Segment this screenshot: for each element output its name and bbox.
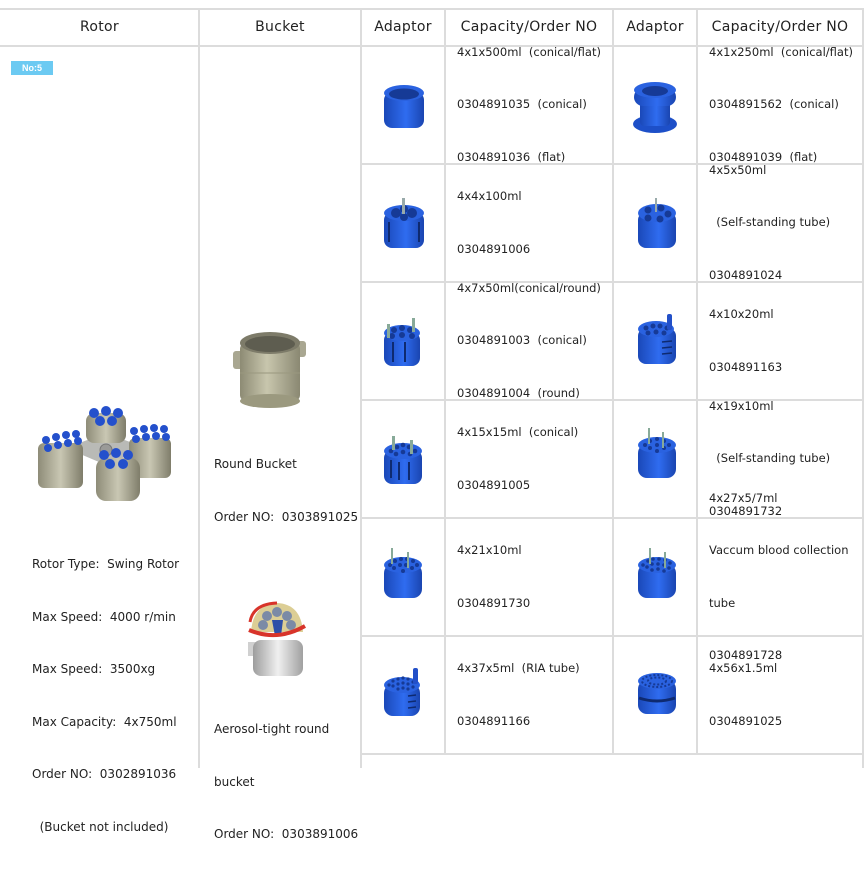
order-no-text: 0304891035 (conical): [457, 97, 587, 112]
grid-line: [444, 8, 446, 754]
capacity-text: 4x19x10ml: [709, 398, 774, 413]
capacity-text: 4x4x100ml: [457, 189, 522, 203]
rotor-type: Rotor Type: Swing Rotor: [32, 557, 180, 571]
aerosol-bucket-name: Aerosol-tight round: [214, 722, 330, 736]
capacity-cell: 4x21x10ml 0304891730: [457, 518, 530, 636]
capacity-cell: 4x1x500ml (conical/flat) 0304891035 (con…: [457, 44, 601, 164]
order-no-text: 0304891025: [709, 713, 783, 728]
order-no-text: 0304891036 (flat): [457, 149, 566, 164]
header-capacity-1: Capacity/Order NO: [460, 19, 598, 35]
round-bucket-image: [233, 332, 306, 408]
rotor-max-capacity: Max Capacity: 4x750ml: [32, 714, 177, 729]
order-no-text: 0304891039 (flat): [709, 149, 818, 164]
adaptor-1x500ml-icon: [384, 85, 424, 128]
capacity-note: (Self-standing tube): [709, 215, 831, 230]
grid-line: [361, 753, 863, 755]
adaptor-19x10ml-icon: [638, 428, 676, 478]
header-capacity-2: Capacity/Order NO: [711, 19, 849, 35]
adaptor-15x15ml-icon: [384, 436, 422, 484]
capacity-text: 4x27x5/7ml: [709, 490, 778, 505]
aerosol-bucket-name-cont: bucket: [214, 774, 255, 789]
adaptor-56x1.5ml-icon: [638, 673, 676, 714]
order-no-text: 0304891003 (conical): [457, 333, 587, 348]
adaptor-21x10ml-icon: [384, 548, 422, 598]
grid-line: [862, 8, 864, 768]
capacity-cell: 4x10x20ml 0304891163: [709, 282, 782, 400]
header-rotor: Rotor: [80, 19, 119, 35]
adaptor-5x50ml-icon: [638, 198, 676, 248]
capacity-text: 4x56x1.5ml: [709, 661, 778, 675]
grid-line: [360, 8, 362, 768]
order-no-text: 0304891024: [709, 267, 783, 282]
adaptor-37x5ml-icon: [384, 668, 420, 716]
order-no-text: 0304891730: [457, 595, 531, 610]
adaptor-27x5-7ml-icon: [638, 548, 676, 598]
capacity-note: (Self-standing tube): [709, 451, 831, 466]
capacity-cell: 4x7x50ml(conical/round) 0304891003 (coni…: [457, 280, 601, 400]
order-no-text: 0304891728: [709, 648, 783, 662]
aerosol-bucket-order-no: Order NO: 0303891006: [214, 827, 359, 841]
capacity-note: Vaccum blood collection: [709, 543, 849, 557]
adaptor-7x50ml-icon: [384, 318, 420, 366]
order-no-text: 0304891004 (round): [457, 385, 580, 400]
capacity-text: 4x5x50ml: [709, 162, 767, 177]
adaptor-1x250ml-icon: [633, 82, 677, 133]
rotor-specs: Rotor Type: Swing Rotor Max Speed: 4000 …: [32, 521, 197, 871]
order-no-text: 0304891562 (conical): [709, 97, 839, 112]
capacity-text: 4x10x20ml: [709, 307, 774, 321]
capacity-note: tube: [709, 595, 736, 610]
capacity-cell: 4x15x15ml (conical) 0304891005: [457, 400, 578, 518]
capacity-text: 4x15x15ml (conical): [457, 425, 579, 439]
capacity-text: 4x21x10ml: [457, 543, 522, 557]
grid-line: [0, 45, 863, 47]
capacity-cell: 4x5x50ml (Self-standing tube) 0304891024: [709, 162, 831, 282]
grid-line: [198, 8, 200, 768]
round-bucket-name: Round Bucket: [214, 457, 297, 471]
capacity-text: 4x37x5ml (RIA tube): [457, 661, 580, 675]
rotor-number-badge: No:5: [11, 61, 53, 75]
capacity-cell: 4x56x1.5ml 0304891025: [709, 636, 782, 754]
rotor-note: (Bucket not included): [32, 819, 169, 834]
grid-line: [696, 8, 698, 754]
round-bucket-info: Round Bucket Order NO: 0303891025: [214, 421, 360, 561]
header-adaptor-2: Adaptor: [626, 19, 684, 35]
order-no-text: 0304891005: [457, 477, 531, 492]
order-no-text: 0304891732: [709, 503, 783, 518]
grid-line: [0, 8, 863, 10]
order-no-text: 0304891166: [457, 713, 531, 728]
capacity-cell: 4x37x5ml (RIA tube) 0304891166: [457, 636, 580, 754]
aerosol-bucket-info: Aerosol-tight round bucket Order NO: 030…: [214, 686, 360, 879]
capacity-text: 4x7x50ml(conical/round): [457, 280, 601, 295]
order-no-text: 0304891163: [709, 359, 783, 374]
adaptor-10x20ml-icon: [638, 314, 676, 364]
capacity-text: 4x1x500ml (conical/flat): [457, 44, 601, 59]
capacity-cell: 4x19x10ml (Self-standing tube) 030489173…: [709, 398, 831, 518]
order-no-text: 0304891006: [457, 241, 531, 256]
rotor-order-no: Order NO: 0302891036: [32, 767, 177, 781]
capacity-cell: 4x1x250ml (conical/flat) 0304891562 (con…: [709, 44, 853, 164]
round-bucket-order-no: Order NO: 0303891025: [214, 509, 359, 524]
swing-rotor-image: [38, 406, 171, 501]
header-adaptor-1: Adaptor: [374, 19, 432, 35]
rotor-max-speed-g: Max Speed: 3500xg: [32, 662, 156, 676]
aerosol-tight-bucket-image: [248, 601, 306, 676]
adaptor-4x100ml-icon: [384, 198, 424, 248]
header-bucket: Bucket: [255, 19, 305, 35]
grid-line: [612, 8, 614, 754]
capacity-cell: 4x27x5/7ml Vaccum blood collection tube …: [709, 491, 849, 663]
rotor-max-speed-rpm: Max Speed: 4000 r/min: [32, 609, 176, 624]
capacity-cell: 4x4x100ml 0304891006: [457, 164, 530, 282]
capacity-text: 4x1x250ml (conical/flat): [709, 44, 853, 59]
